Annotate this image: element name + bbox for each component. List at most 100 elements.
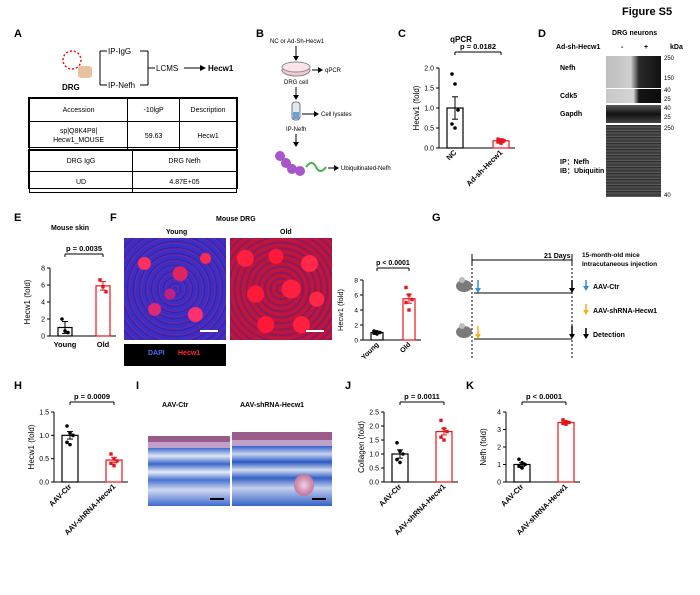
data-point (398, 460, 402, 465)
data-point (520, 460, 524, 465)
g-days-label: 21 Days (544, 253, 571, 260)
data-point (445, 429, 449, 434)
y-tick-label: 4 (354, 308, 358, 315)
blot-cdk5 (606, 89, 661, 103)
data-point (404, 300, 408, 305)
data-point (401, 452, 405, 456)
c-title: qPCR (450, 35, 472, 44)
data-point (567, 420, 571, 425)
y-tick-label: 8 (354, 278, 358, 285)
y-tick-label: 6 (354, 293, 358, 300)
category-label: AAV-Ctr (499, 482, 525, 508)
p-value-label: p = 0.0035 (66, 244, 102, 253)
g-aav-ctr: AAV-Ctr (593, 284, 620, 291)
y-tick-label: 0.5 (369, 466, 379, 473)
data-point (564, 422, 568, 426)
y-tick-label: 0.0 (39, 480, 49, 487)
y-tick-label: 1 (497, 462, 501, 469)
arrow-down-icon (293, 56, 299, 61)
category-label: NC (444, 148, 458, 162)
d-marker-25b: 25 (664, 115, 671, 121)
y-axis-label: Hecw1 (fold) (27, 424, 36, 469)
mouse-icon-2 (456, 323, 472, 338)
ubiquitin-chain-icon (275, 151, 327, 176)
panel-label-h: H (14, 380, 22, 392)
bar (95, 285, 111, 337)
dapi-label: DAPI (148, 350, 165, 357)
f-old: Old (280, 229, 292, 236)
d-marker-150: 150 (664, 76, 675, 82)
p-value-label: p = 0.0182 (460, 42, 496, 51)
y-axis-label: Hecw1 (fold) (23, 279, 32, 324)
accession-table: Accession -10lgP Description sp|Q8K4P8| … (28, 97, 238, 151)
d-marker-250a: 250 (664, 56, 675, 62)
micrograph-young (124, 238, 226, 340)
data-point (71, 433, 75, 438)
i-ctr-label: AAV-Ctr (162, 402, 189, 409)
data-point (65, 440, 69, 445)
histology-sh (232, 414, 332, 506)
y-tick-label: 2.0 (369, 424, 379, 431)
data-point (442, 438, 446, 442)
b-lysates-label: Cell lysates (321, 112, 352, 118)
d-title: DRG neurons (612, 30, 658, 37)
p-value-label: p < 0.0001 (376, 260, 410, 267)
y-tick-label: 6 (41, 283, 45, 290)
lcms-label: LCMS (156, 64, 178, 73)
data-point (442, 427, 446, 431)
data-point (453, 126, 457, 130)
panel-label-a: A (14, 28, 22, 40)
g-injection-label: Intracutaneous injection (582, 261, 657, 268)
data-point (410, 297, 414, 302)
y-tick-label: 2.0 (424, 66, 434, 73)
data-point (496, 137, 500, 141)
drg-igg-cell: UD (29, 171, 133, 193)
data-point (496, 140, 500, 144)
y-tick-label: 0 (354, 338, 358, 345)
g-detection: Detection (593, 332, 625, 339)
accession-cell: sp|Q8K4P8| Hecw1_MOUSE (28, 121, 129, 151)
panel-a-schematic: DRG IP-IgG IP-Nefh LCMS Hecw1 (62, 47, 234, 92)
hecw1-label: Hecw1 (208, 64, 234, 73)
data-point (65, 424, 69, 428)
d-marker-250b: 250 (664, 126, 675, 132)
data-point (98, 278, 102, 282)
d-band-gapdh: Gapdh (560, 111, 583, 118)
drg-tissue-icon (78, 66, 92, 78)
data-point (499, 141, 503, 145)
g-mice-label: 15-month-old mice (582, 252, 640, 259)
channel-legend: DAPI Hecw1 (124, 344, 226, 366)
b-ip-nefh-label: IP-Nefh (286, 127, 306, 133)
data-point (561, 421, 565, 426)
description-cell: Hecw1 (179, 121, 237, 151)
accession-header: Accession (28, 98, 129, 122)
y-axis-label: Collagen (fold) (357, 421, 366, 473)
data-point (375, 332, 379, 336)
y-tick-label: 1.5 (424, 86, 434, 93)
panel-label-c: C (398, 28, 406, 40)
mouse-icon (456, 277, 472, 292)
data-point (407, 308, 411, 312)
data-point (109, 452, 113, 456)
d-marker-25a: 25 (664, 97, 671, 103)
score-cell: 59.63 (127, 121, 181, 151)
arrow-right-icon (200, 65, 206, 71)
panel-label-g: G (432, 212, 441, 224)
hecw1-channel-label: Hecw1 (178, 350, 201, 357)
data-point (439, 435, 443, 439)
y-axis-label: Hecw1 (fold) (337, 288, 345, 331)
data-point (453, 82, 457, 86)
y-tick-label: 4 (41, 300, 45, 307)
panel-b-workflow: NC or Ad-Sh-Hecw1 qPCR DRG cell Cell lys… (270, 39, 391, 176)
y-tick-label: 0 (497, 480, 501, 487)
bar (402, 298, 416, 341)
y-tick-label: 1.5 (369, 438, 379, 445)
bar (61, 434, 79, 483)
category-label: Ad-sh-Hecw1 (464, 148, 504, 188)
drg-circle-icon (62, 50, 82, 70)
d-band-cdk5: Cdk5 (560, 93, 578, 100)
y-tick-label: 1.5 (39, 410, 49, 417)
y-tick-label: 1.0 (369, 452, 379, 459)
